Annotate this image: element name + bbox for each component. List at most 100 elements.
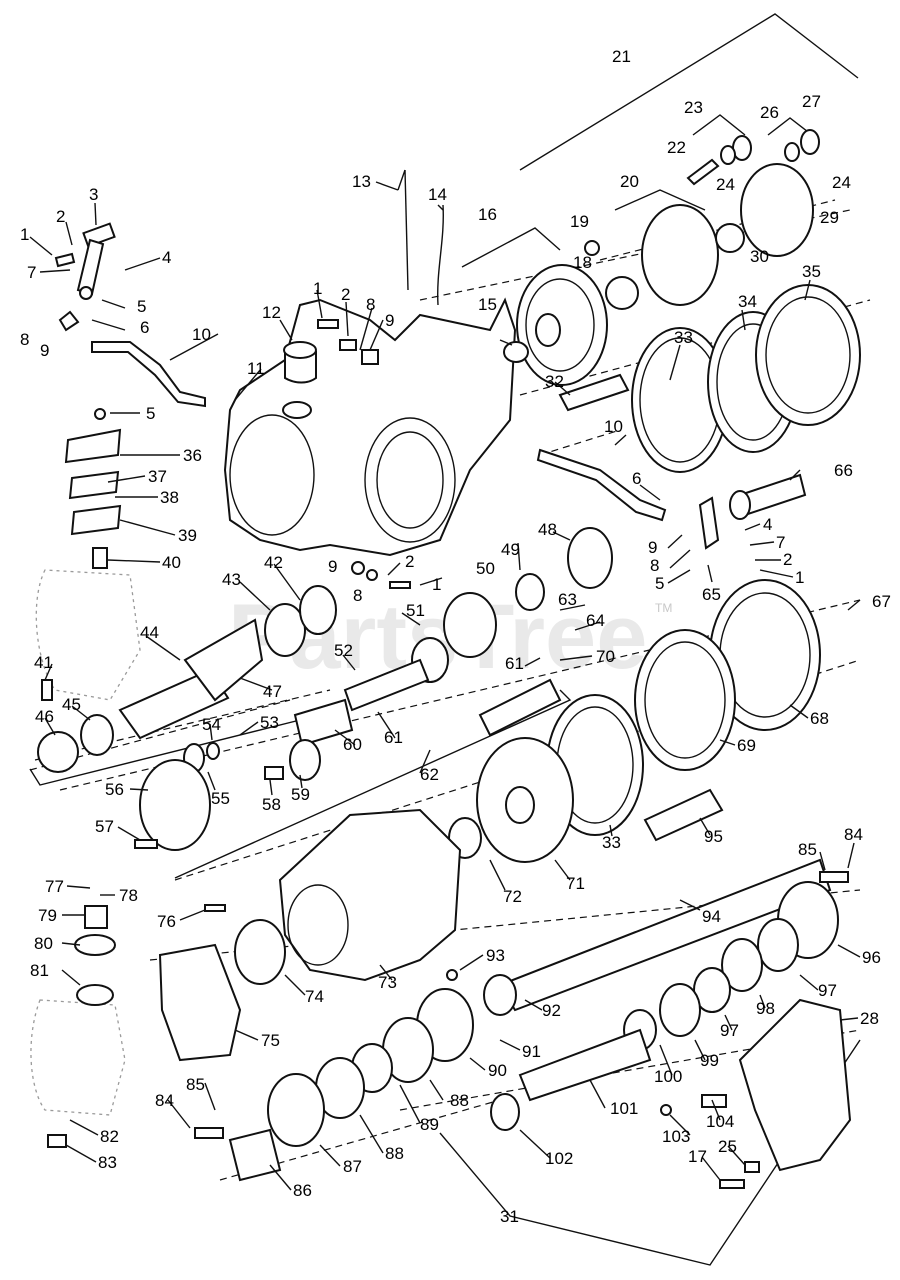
- callout-15: 15: [478, 295, 497, 314]
- callout-100: 100: [654, 1067, 682, 1086]
- callout-65: 65: [702, 585, 721, 604]
- callout-10: 10: [192, 325, 211, 344]
- output-end-assembly: [228, 881, 852, 1182]
- callout-8b: 8: [366, 295, 375, 314]
- callout-84b: 84: [155, 1091, 174, 1110]
- callout-37: 37: [148, 467, 167, 486]
- callout-9c: 9: [648, 538, 657, 557]
- gear-shafts: [37, 527, 613, 851]
- callout-39: 39: [178, 526, 197, 545]
- callout-77: 77: [45, 877, 64, 896]
- callout-2: 2: [56, 207, 65, 226]
- callout-53: 53: [260, 713, 279, 732]
- callout-81: 81: [30, 961, 49, 980]
- callout-91: 91: [522, 1042, 541, 1061]
- callout-7: 7: [27, 263, 36, 282]
- callout-41: 41: [34, 653, 53, 672]
- band-assemblies: [558, 284, 861, 473]
- callout-84: 84: [844, 825, 863, 844]
- callout-85b: 85: [186, 1075, 205, 1094]
- callout-44: 44: [140, 623, 159, 642]
- callout-16: 16: [478, 205, 497, 224]
- callout-34: 34: [738, 292, 757, 311]
- callout-46: 46: [35, 707, 54, 726]
- callout-4: 4: [162, 248, 171, 267]
- callout-54: 54: [202, 715, 221, 734]
- callout-82: 82: [100, 1127, 119, 1146]
- callout-83: 83: [98, 1153, 117, 1172]
- callout-45: 45: [62, 695, 81, 714]
- callout-76: 76: [157, 912, 176, 931]
- callout-88: 88: [450, 1091, 469, 1110]
- callout-88b: 88: [385, 1144, 404, 1163]
- shift-lever-upper: [54, 222, 206, 408]
- callout-3: 3: [89, 185, 98, 204]
- callout-59: 59: [291, 785, 310, 804]
- mount-parts: [47, 905, 116, 1148]
- callout-23: 23: [684, 98, 703, 117]
- callout-21: 21: [612, 47, 631, 66]
- callout-28: 28: [860, 1009, 879, 1028]
- callout-2c: 2: [783, 550, 792, 569]
- callout-101: 101: [610, 1099, 638, 1118]
- callout-2d: 2: [405, 552, 414, 571]
- callout-40: 40: [162, 553, 181, 572]
- callout-7b: 7: [776, 533, 785, 552]
- part-callouts: 1 2 3 4 7 5 6 8 9 10 11 12 1 2 8 9 13 14…: [20, 47, 891, 1226]
- callout-63: 63: [558, 590, 577, 609]
- callout-6: 6: [140, 318, 149, 337]
- callout-17: 17: [688, 1147, 707, 1166]
- callout-1b: 1: [313, 279, 322, 298]
- callout-42: 42: [264, 553, 283, 572]
- callout-73: 73: [378, 973, 397, 992]
- callout-103: 103: [662, 1127, 690, 1146]
- callout-52: 52: [334, 641, 353, 660]
- callout-95: 95: [704, 827, 723, 846]
- callout-14: 14: [428, 185, 447, 204]
- callout-1d: 1: [432, 575, 441, 594]
- main-housing: [223, 169, 517, 557]
- callout-94: 94: [702, 907, 721, 926]
- callout-47: 47: [263, 682, 282, 701]
- callout-72: 72: [503, 887, 522, 906]
- watermark-trademark: TM: [655, 601, 672, 615]
- ghost-outlines: [30, 569, 141, 1116]
- callout-57: 57: [95, 817, 114, 836]
- callout-71: 71: [566, 874, 585, 893]
- callout-11: 11: [247, 359, 265, 378]
- pulley-assembly: [503, 129, 820, 386]
- callout-4b: 4: [763, 515, 772, 534]
- callout-99: 99: [700, 1051, 719, 1070]
- callout-87: 87: [343, 1157, 362, 1176]
- callout-93: 93: [486, 946, 505, 965]
- callout-80: 80: [34, 934, 53, 953]
- callout-9: 9: [40, 341, 49, 360]
- callout-12: 12: [262, 303, 281, 322]
- callout-49: 49: [501, 540, 520, 559]
- callout-8: 8: [20, 330, 29, 349]
- callout-30: 30: [750, 247, 769, 266]
- callout-55: 55: [211, 789, 230, 808]
- callout-24: 24: [716, 175, 735, 194]
- callout-89: 89: [420, 1115, 439, 1134]
- callout-104: 104: [706, 1112, 734, 1131]
- callout-2b: 2: [341, 285, 350, 304]
- callout-69: 69: [737, 736, 756, 755]
- callout-5: 5: [137, 297, 146, 316]
- callout-96: 96: [862, 948, 881, 967]
- callout-35: 35: [802, 262, 821, 281]
- callout-50: 50: [476, 559, 495, 578]
- leader-lines: [29, 181, 861, 1191]
- callout-5b: 5: [146, 404, 155, 423]
- callout-10b: 10: [604, 417, 623, 436]
- callout-74: 74: [305, 987, 324, 1006]
- shift-lever-lower: [536, 448, 807, 550]
- callout-9d: 9: [328, 557, 337, 576]
- callout-19: 19: [570, 212, 589, 231]
- callout-60: 60: [343, 735, 362, 754]
- small-hardware: [41, 169, 849, 1189]
- callout-56: 56: [105, 780, 124, 799]
- callout-32: 32: [545, 372, 564, 391]
- linkage-stack: [64, 408, 122, 569]
